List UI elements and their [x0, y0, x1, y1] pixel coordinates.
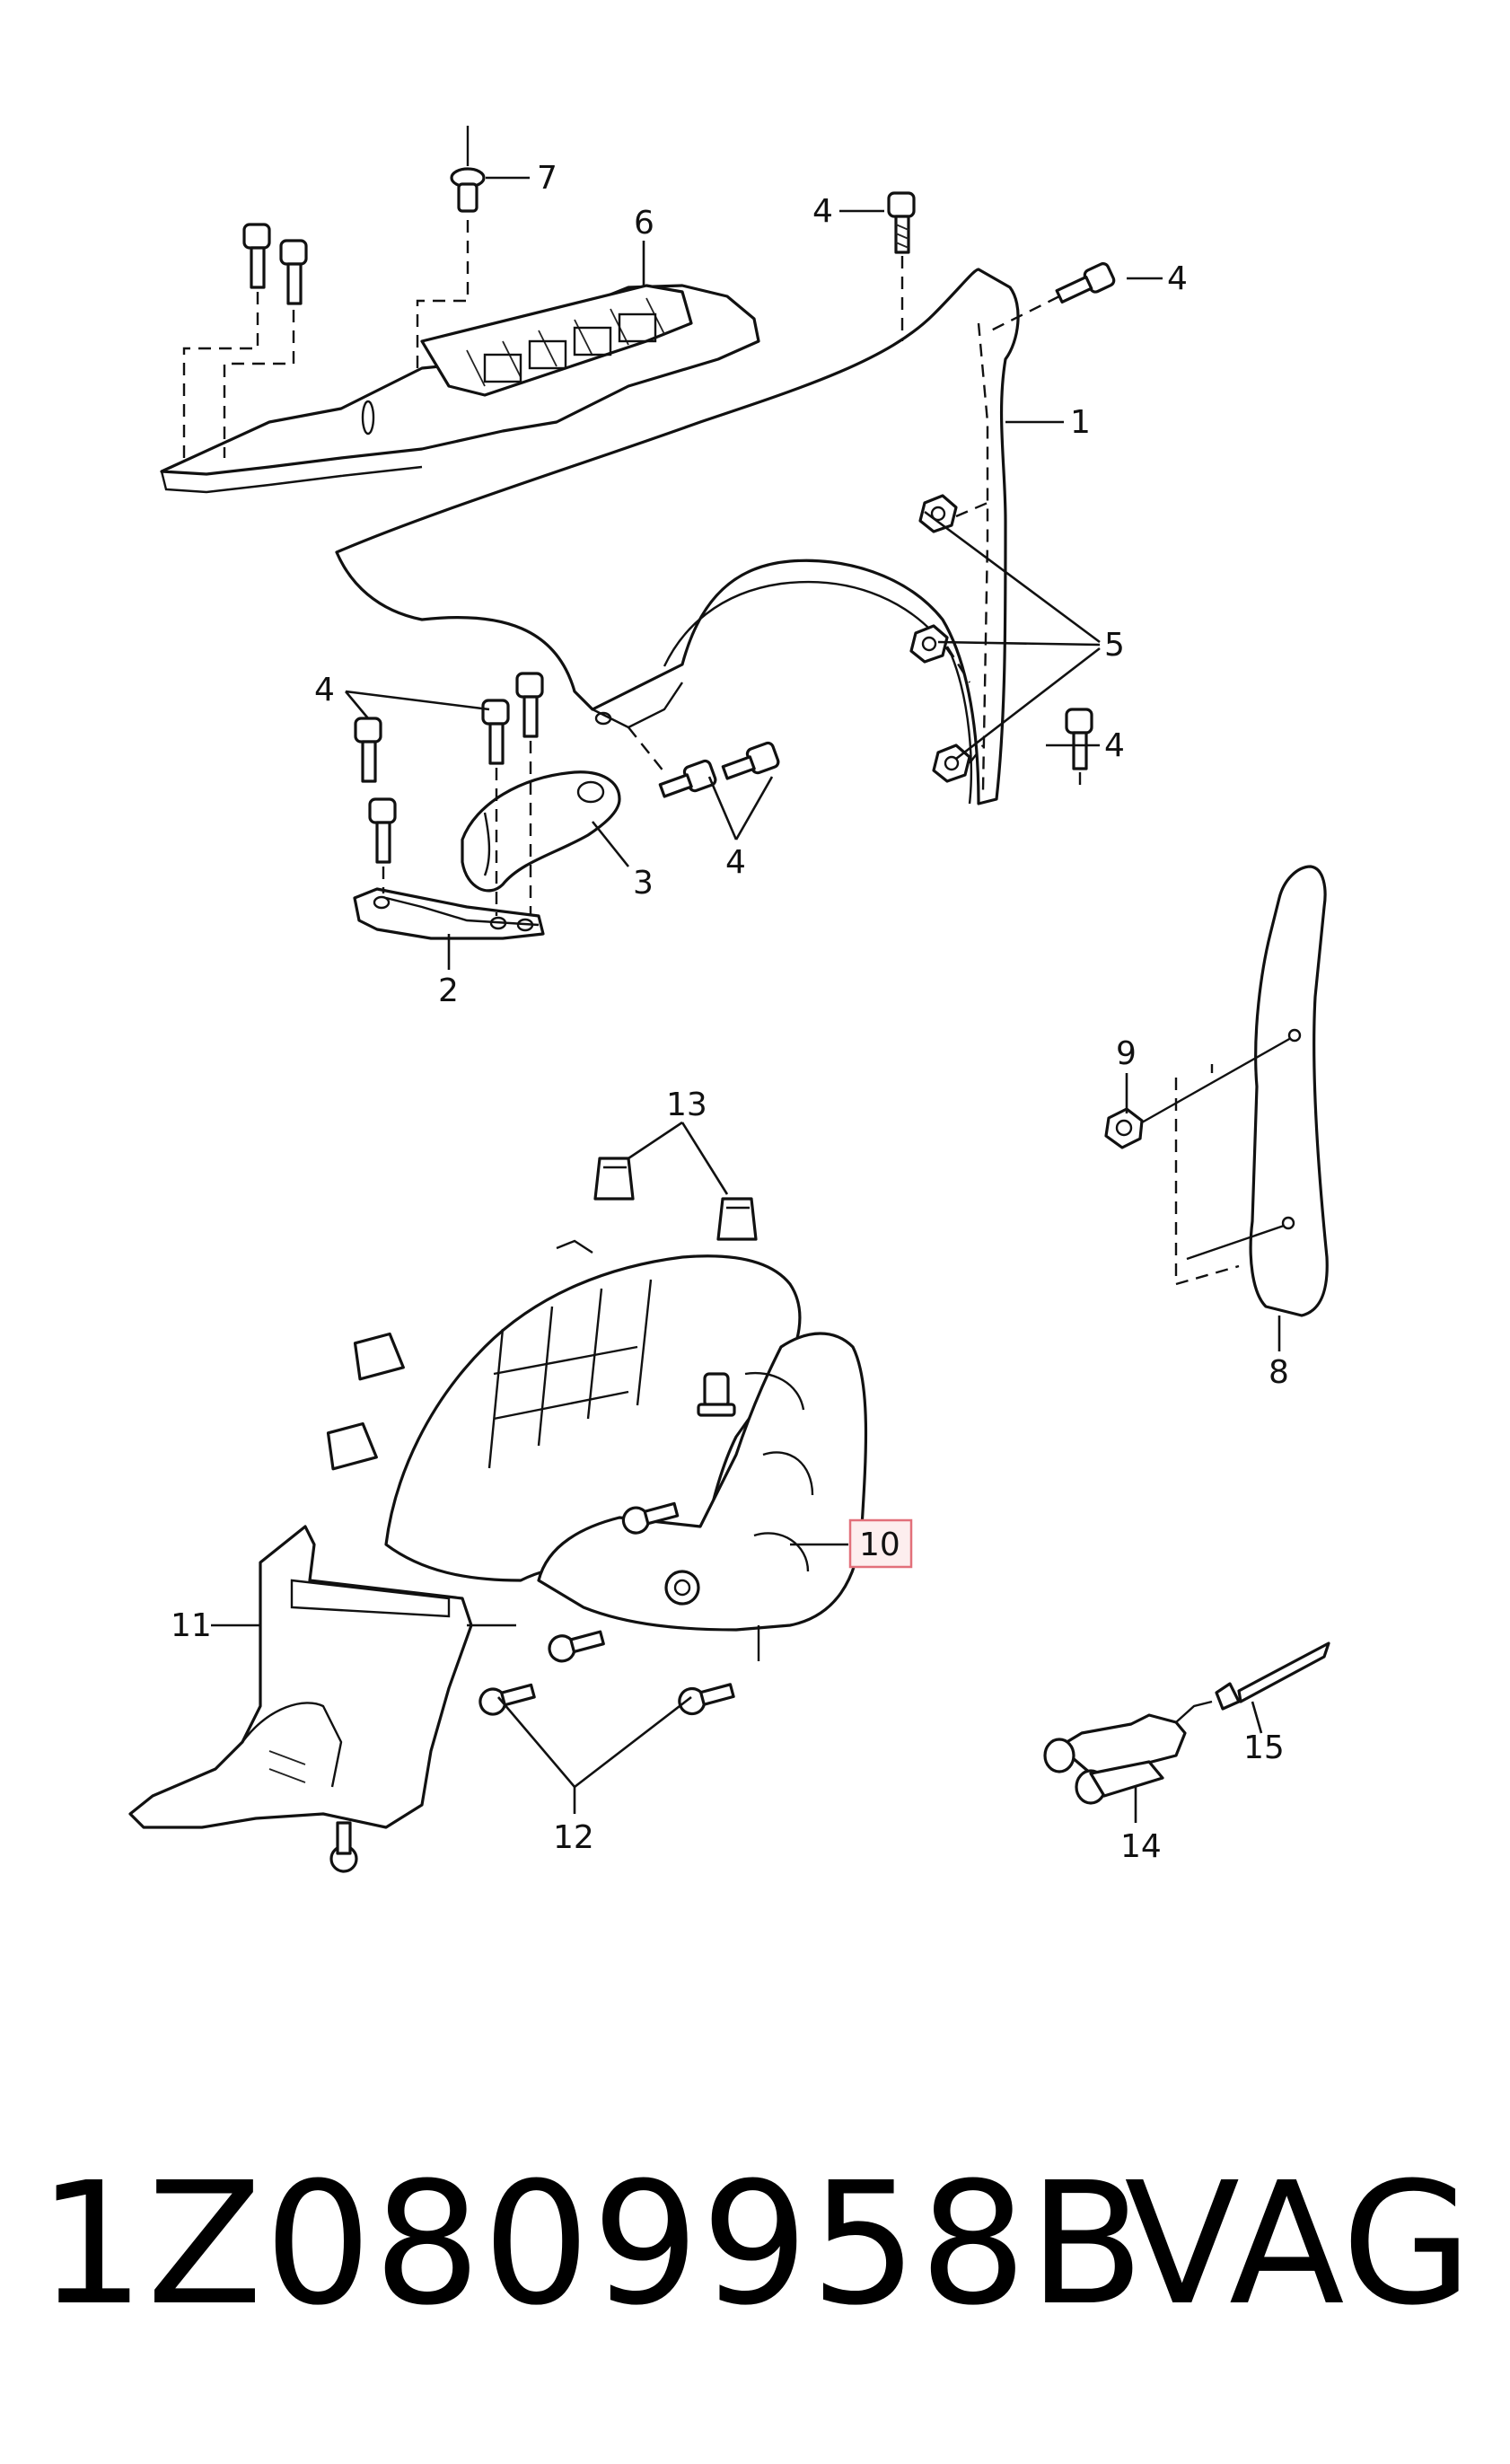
- nut-icon: [909, 624, 949, 664]
- bolt-icon: [354, 717, 382, 783]
- callout-label: 4: [314, 672, 335, 708]
- clip-nut-icon: [353, 1332, 405, 1381]
- callout-label: 8: [1269, 1354, 1289, 1391]
- part-1-fender: [335, 268, 1020, 805]
- bolt-icon: [658, 759, 717, 798]
- bolt-icon: [887, 191, 916, 254]
- screw-icon: [678, 1683, 735, 1716]
- part-3-bracket: [461, 770, 621, 893]
- bolt-icon: [1055, 262, 1116, 304]
- callout-label: 5: [1104, 627, 1125, 664]
- part-15-clip-pin: [1215, 1641, 1330, 1711]
- callout-label: 7: [537, 160, 557, 197]
- callout-label: 9: [1116, 1035, 1137, 1072]
- footer: 1Z0809958B VAG: [0, 2146, 1510, 2344]
- clip-nut-icon: [716, 1197, 758, 1241]
- callout-label: 3: [633, 865, 654, 902]
- bolt-icon: [721, 741, 780, 780]
- callout-label: 4: [812, 193, 833, 230]
- part-10-wheel-arch-liner: [384, 1239, 868, 1632]
- callout-label: 12: [553, 1819, 594, 1856]
- callout-label: 2: [438, 972, 459, 1009]
- callout-label: 1: [1070, 404, 1091, 441]
- bolt-icon: [697, 1372, 736, 1417]
- screw-icon: [621, 1501, 680, 1535]
- bolt-icon: [515, 672, 544, 738]
- part-6-mounting-rail: [160, 284, 760, 494]
- callout-label: 14: [1120, 1828, 1162, 1865]
- screw-icon: [548, 1630, 605, 1663]
- callout-label: 6: [634, 205, 654, 242]
- leader-lines: [211, 176, 1281, 1823]
- screw-icon: [329, 1821, 358, 1873]
- bolt-icon: [1065, 708, 1093, 770]
- nut-icon: [918, 494, 958, 533]
- part-14-connector: [1043, 1700, 1213, 1805]
- part-number: 1Z0809958B: [38, 2146, 1146, 2343]
- callout-label-highlighted: 10: [859, 1527, 900, 1563]
- callout-label: 15: [1243, 1729, 1285, 1766]
- callout-label: 4: [725, 844, 746, 881]
- callout-label: 4: [1167, 260, 1188, 297]
- bolt-icon: [242, 223, 271, 289]
- part-11-front-liner: [128, 1525, 473, 1829]
- clip-nut-icon: [326, 1421, 378, 1471]
- clip-nut-icon: [593, 1157, 635, 1201]
- screw-icon: [478, 1683, 536, 1716]
- bolt-icon: [279, 239, 308, 305]
- nut-icon: [1104, 1107, 1144, 1149]
- part-8-seal-strip: [1249, 865, 1329, 1317]
- callout-label: 11: [171, 1607, 212, 1644]
- nut-icon: [932, 744, 971, 783]
- brand-name: VAG: [1124, 2146, 1472, 2343]
- callout-label: 4: [1104, 727, 1125, 764]
- bolt-icon: [481, 699, 510, 765]
- rivet-icon: [450, 126, 486, 213]
- highlight-box: [848, 1518, 913, 1569]
- callout-label: 13: [666, 1087, 707, 1123]
- bolt-icon: [368, 797, 397, 864]
- part-2-lower-bracket: [353, 887, 545, 940]
